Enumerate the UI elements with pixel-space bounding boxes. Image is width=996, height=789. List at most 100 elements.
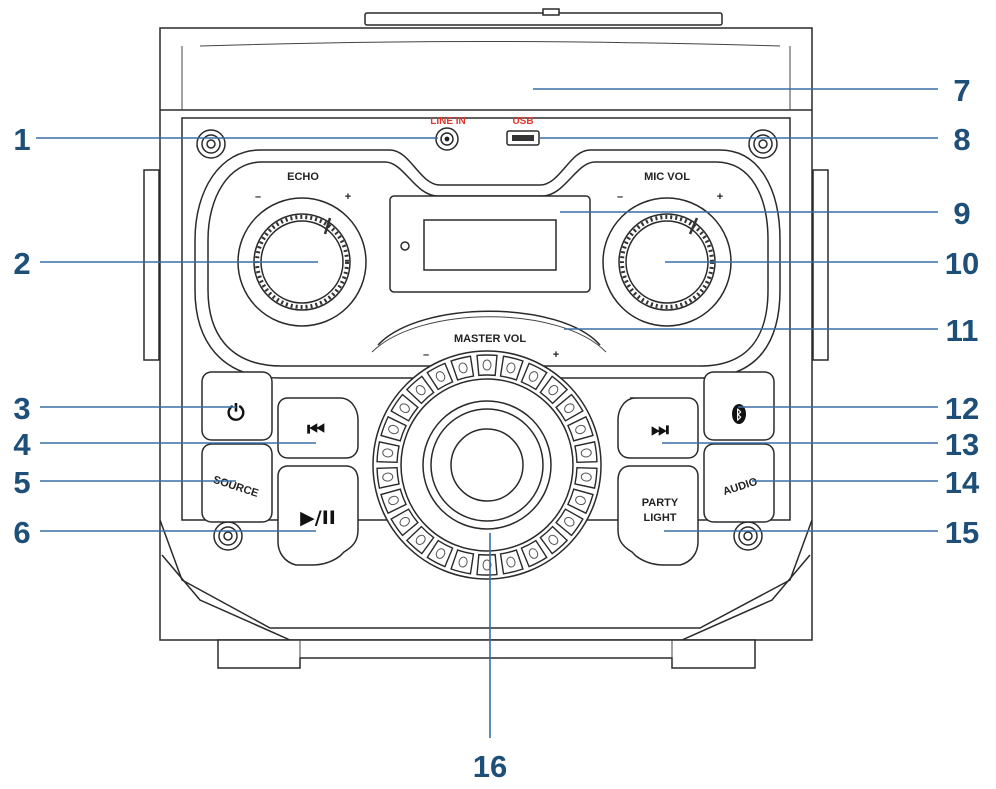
led-segment (520, 539, 548, 568)
callout-7: 7 (953, 73, 970, 108)
line-in-jack-hole (444, 136, 450, 142)
led-segment-lens (528, 371, 539, 382)
screw-top-right (748, 129, 778, 159)
play-pause-button[interactable]: ▶/II (277, 465, 359, 566)
led-segment (520, 362, 548, 391)
mic-vol-plus: + (717, 191, 723, 203)
callout-4: 4 (13, 427, 31, 462)
bottom-bevel (159, 519, 813, 629)
power-icon: ⏻ (227, 401, 245, 426)
led-segment-lens (415, 385, 426, 396)
callout-1: 1 (13, 122, 30, 157)
next-track-icon: ⏭ (651, 417, 669, 441)
prev-track-icon: ⏮ (307, 417, 325, 441)
master-vol-label: MASTER VOL (454, 333, 526, 345)
screw-top-left (196, 129, 226, 159)
mic-vol-knob-pointer (688, 217, 699, 235)
led-segment-lens (388, 424, 399, 435)
screw-bottom-left (213, 521, 243, 551)
callout-16: 16 (473, 749, 507, 784)
usb-port[interactable] (506, 130, 540, 146)
line-in-port[interactable] (435, 127, 459, 151)
top-band-edges (181, 46, 791, 110)
echo-minus: – (255, 191, 261, 203)
top-handle-clip (542, 8, 560, 16)
led-segment (405, 375, 435, 405)
led-segment (499, 355, 524, 381)
base-feet (217, 639, 756, 669)
master-vol-knob[interactable] (372, 350, 602, 580)
callout-9: 9 (953, 196, 970, 231)
bottom-right-facet (681, 554, 811, 641)
led-segment-lens (435, 371, 446, 382)
led-segment-lens (528, 548, 539, 559)
led-segment (426, 539, 454, 568)
led-segment (450, 549, 475, 575)
top-curve (199, 41, 781, 47)
led-segment (574, 441, 598, 464)
party-light-button-shape (617, 465, 699, 566)
led-segment-lens (399, 403, 410, 414)
led-segment-lens (458, 556, 468, 568)
led-segment (390, 393, 419, 422)
next-button[interactable]: ⏭ (617, 397, 699, 459)
led-segment-lens (435, 548, 446, 559)
echo-plus: + (345, 191, 351, 203)
right-side-handle (812, 169, 829, 361)
led-segment-lens (399, 516, 410, 527)
leader-lines (36, 88, 938, 738)
display-screen (423, 219, 557, 271)
prev-button[interactable]: ⏮ (277, 397, 359, 459)
display-indicator-led (400, 241, 410, 251)
led-segment-lens (580, 472, 592, 482)
led-segment (376, 466, 400, 489)
led-segment-lens (388, 495, 399, 506)
led-segment-lens (382, 472, 394, 482)
led-segment (426, 362, 454, 391)
led-segment (476, 354, 498, 377)
master-vol-knob-cap (450, 428, 524, 502)
bluetooth-button[interactable]: ᛒ (703, 371, 775, 441)
callout-15: 15 (945, 515, 979, 550)
master-vol-led-ring (376, 354, 598, 576)
callout-8: 8 (953, 122, 970, 157)
led-segment-lens (482, 559, 492, 571)
party-light-button[interactable]: PARTY LIGHT (617, 465, 699, 566)
echo-knob-pointer (323, 217, 332, 235)
mic-vol-label: MIC VOL (644, 171, 690, 183)
led-segment-lens (575, 424, 586, 435)
led-segment (405, 525, 435, 555)
callout-10: 10 (945, 246, 979, 281)
master-vol-arc-inner (371, 316, 607, 353)
master-vol-plus: + (553, 349, 559, 361)
callout-12: 12 (945, 391, 979, 426)
led-segment (555, 393, 584, 422)
line-in-label: LINE IN (430, 116, 466, 127)
bluetooth-icon: ᛒ (735, 408, 743, 423)
led-segment (380, 415, 408, 442)
audio-button-shape (703, 443, 775, 523)
led-segment-lens (548, 385, 559, 396)
led-segment-lens (506, 556, 516, 568)
mic-vol-minus: – (617, 191, 623, 203)
light-label: LIGHT (644, 512, 677, 524)
power-button[interactable]: ⏻ (201, 371, 273, 441)
callout-13: 13 (945, 427, 979, 462)
callout-14: 14 (945, 465, 980, 500)
panel-outer (194, 149, 781, 379)
led-segment-lens (564, 516, 575, 527)
led-segment (566, 415, 594, 442)
party-label: PARTY (642, 497, 679, 509)
callout-6: 6 (13, 515, 30, 550)
callout-5: 5 (13, 465, 30, 500)
led-segment-lens (580, 448, 592, 458)
led-segment (376, 441, 400, 464)
led-segment (390, 508, 419, 537)
led-segment (574, 466, 598, 489)
audio-button[interactable]: AUDIO (703, 443, 775, 523)
face-panel (181, 117, 791, 521)
led-segment-lens (482, 359, 492, 371)
led-segment (566, 488, 594, 515)
source-button[interactable]: SOURCE (201, 443, 273, 523)
